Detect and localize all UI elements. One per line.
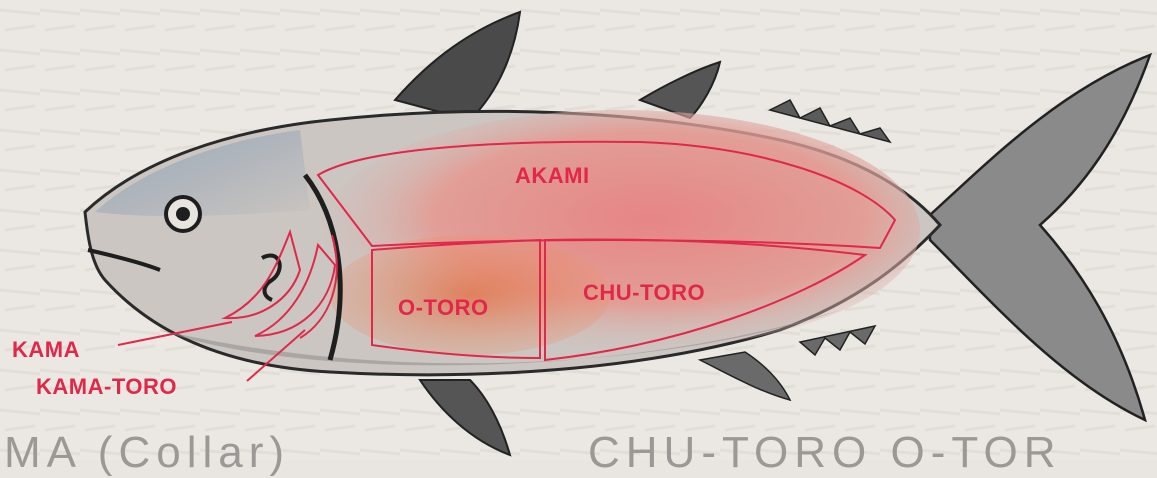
bottom-caption-right: CHU-TORO O-TOR [588,428,1061,478]
chu-toro-label: CHU-TORO [583,280,705,306]
fish-pupil [176,207,190,221]
tuna-cuts-diagram: AKAMI O-TORO CHU-TORO KAMA KAMA-TORO MA … [0,0,1157,460]
akami-label: AKAMI [515,163,590,189]
o-toro-label: O-TORO [398,295,489,321]
bottom-caption-left: MA (Collar) [4,428,290,478]
kama-toro-label: KAMA-TORO [36,374,177,400]
kama-label: KAMA [12,337,80,363]
